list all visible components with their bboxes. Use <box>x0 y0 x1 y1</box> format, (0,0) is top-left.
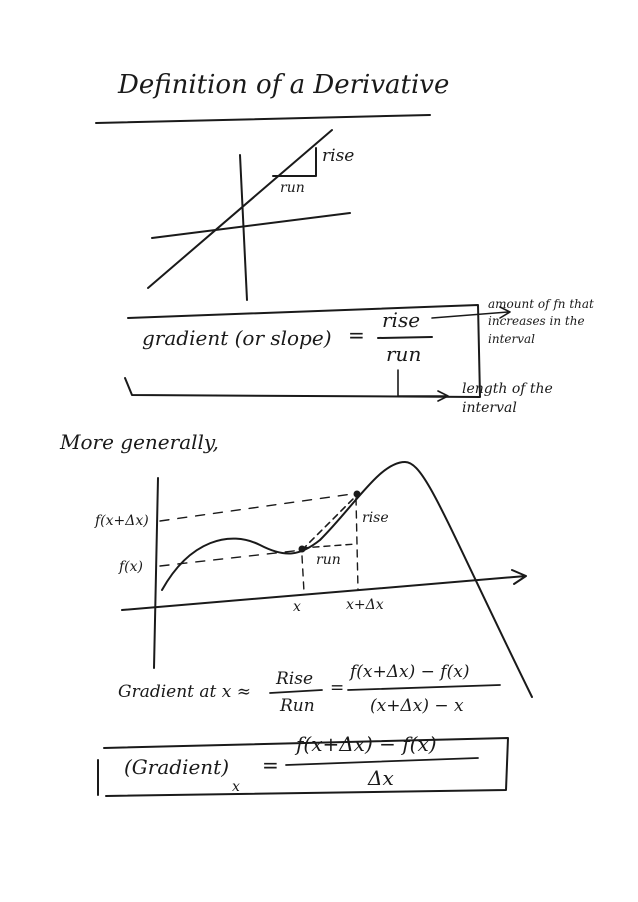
final-fraction-bar <box>285 757 479 766</box>
lower-run-label: run <box>316 552 341 568</box>
top-run-label: run <box>280 180 305 196</box>
gradient-label: gradient (or slope) <box>142 326 332 350</box>
lower-graph-x-axis <box>121 569 527 611</box>
function-curve <box>161 461 533 698</box>
label-f-x: f(x) <box>119 559 144 575</box>
point-x <box>298 545 306 553</box>
gradient-box-frame <box>124 304 481 398</box>
x-plus-dx-tick-label: x+Δx <box>346 597 384 613</box>
rise-numerator: Rise <box>276 669 314 689</box>
x-tick-label: x <box>293 599 301 615</box>
approx-equals: = <box>330 678 345 698</box>
final-denominator: Δx <box>368 766 394 790</box>
page-title: Definition of a Derivative <box>118 70 450 100</box>
difference-denominator: (x+Δx) − x <box>370 696 464 716</box>
difference-bar <box>347 684 501 691</box>
top-graph-y-axis <box>239 154 248 301</box>
gradient-at-x-label: Gradient at x ≈ <box>118 682 252 702</box>
rise-note: amount of fn that increases in the inter… <box>488 297 594 346</box>
top-rise-label: rise <box>322 146 355 166</box>
more-generally-heading: More generally, <box>60 430 219 454</box>
final-equals: = <box>262 753 279 777</box>
gradient-denominator: run <box>386 342 422 366</box>
difference-numerator: f(x+Δx) − f(x) <box>350 662 470 682</box>
final-box-frame <box>97 737 509 797</box>
rise-run-bar <box>269 689 323 694</box>
lower-rise-label: rise <box>362 510 389 526</box>
title-underline <box>95 114 431 124</box>
gradient-equals: = <box>348 323 365 347</box>
secant-line <box>301 493 359 551</box>
vertical-guide-x <box>301 555 305 593</box>
gradient-numerator: rise <box>382 308 421 332</box>
top-graph-x-axis <box>151 212 351 239</box>
final-gradient-label: (Gradient) <box>124 755 230 779</box>
final-subscript: x <box>232 779 240 795</box>
guide-fxdx <box>159 493 353 522</box>
lower-graph-y-axis <box>153 477 159 669</box>
vertical-guide-xdx <box>355 497 359 591</box>
gradient-fraction-bar <box>377 336 433 339</box>
run-dashed <box>301 543 357 549</box>
rise-arrow <box>431 306 511 319</box>
rise-run-triangle <box>272 147 317 177</box>
run-arrow <box>397 369 449 402</box>
run-note: length of the interval <box>462 381 553 416</box>
guide-fx <box>159 549 303 567</box>
top-graph-line <box>147 129 333 289</box>
label-f-x-plus-dx: f(x+Δx) <box>95 513 149 529</box>
point-xdx <box>353 490 361 498</box>
run-denominator: Run <box>280 696 315 716</box>
final-numerator: f(x+Δx) − f(x) <box>296 732 437 756</box>
